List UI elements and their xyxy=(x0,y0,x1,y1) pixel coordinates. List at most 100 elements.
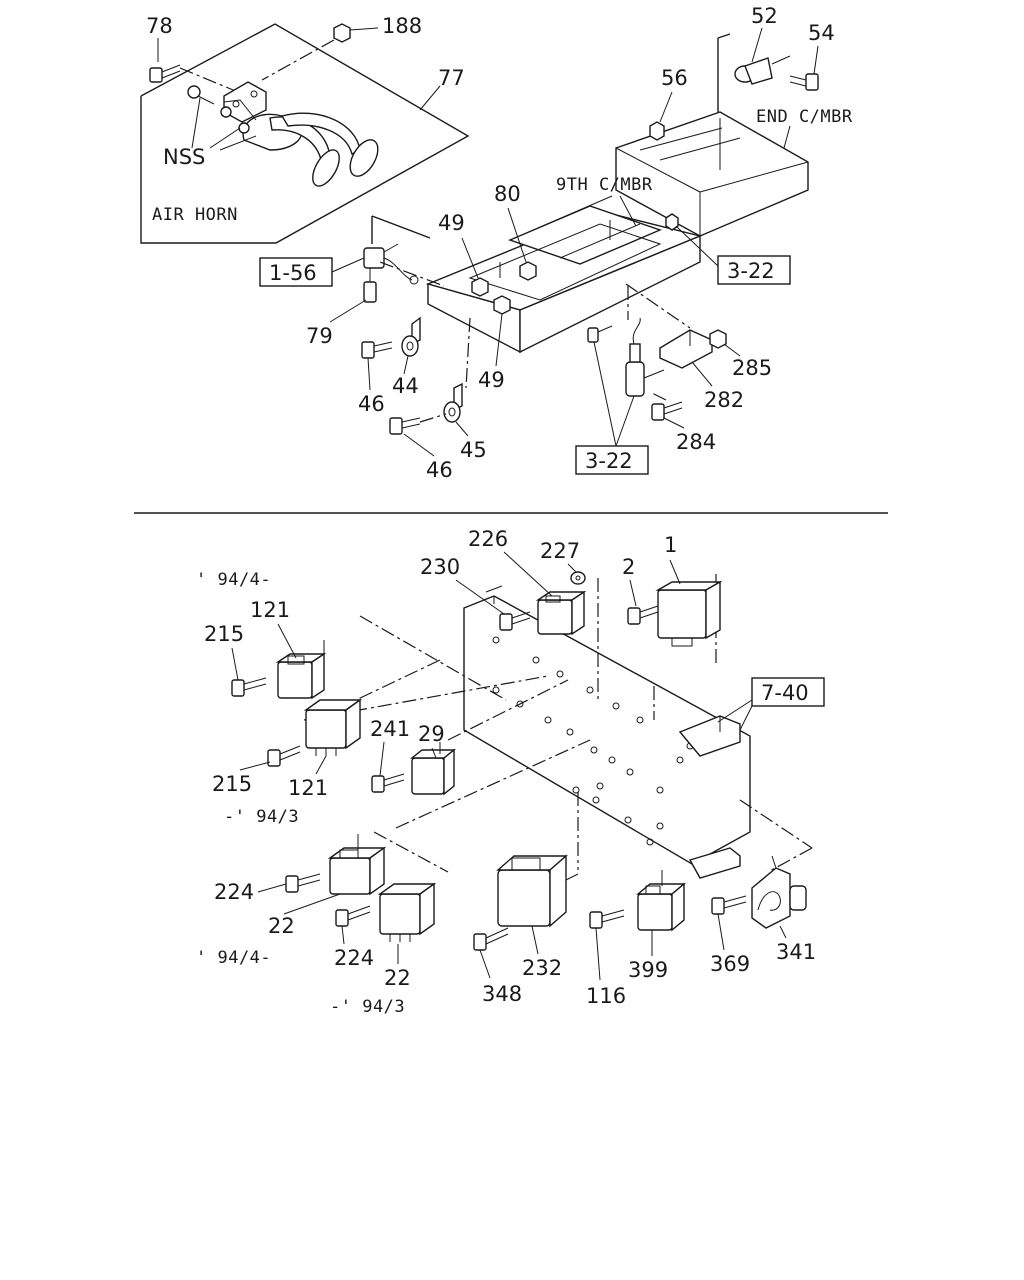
ref-3-22-upper[interactable]: 3-22 xyxy=(727,259,775,283)
chassis-frame xyxy=(425,111,809,354)
nut-80 xyxy=(519,261,537,281)
ref-box-1-56[interactable] xyxy=(259,257,333,287)
nut-3-22 xyxy=(665,213,679,231)
relay-232 xyxy=(496,854,579,928)
callout-79: 79 xyxy=(306,324,333,348)
ref-box-3-22-upper[interactable] xyxy=(717,255,791,285)
nut-285 xyxy=(709,329,727,349)
air-horn-inset: 78 188 77 NSS AIR HORN xyxy=(140,14,470,244)
callout-78: 78 xyxy=(146,14,173,38)
bolt-46-lower xyxy=(389,417,421,435)
callout-215-upper: 215 xyxy=(204,622,244,646)
callout-232: 232 xyxy=(522,956,562,980)
callout-285: 285 xyxy=(732,356,772,380)
callout-29: 29 xyxy=(418,722,445,746)
callout-22-lower: 22 xyxy=(384,966,411,990)
date-label-2: -' 94/3 xyxy=(224,807,299,827)
valve xyxy=(625,317,665,397)
panel-holes xyxy=(492,636,694,846)
bolt-78 xyxy=(149,64,181,83)
bolt-224-upper xyxy=(285,873,321,893)
callout-44: 44 xyxy=(392,374,419,398)
relay-panel xyxy=(463,585,751,879)
nss-label: NSS xyxy=(163,145,205,169)
callout-121-upper: 121 xyxy=(250,598,290,622)
relay-22-lower xyxy=(377,882,437,942)
bolt-369 xyxy=(711,895,747,915)
date-label-1: ' 94/4- xyxy=(196,570,271,590)
date-label-4: -' 94/3 xyxy=(330,997,405,1017)
bolt-215-lower xyxy=(267,745,301,767)
callout-399: 399 xyxy=(628,958,668,982)
washer-227 xyxy=(570,571,586,585)
relay-399 xyxy=(636,870,686,932)
bolt-small-valve xyxy=(587,325,613,343)
nut-56 xyxy=(649,121,665,141)
bracket-7-40 xyxy=(678,715,741,757)
callout-1: 1 xyxy=(664,533,677,557)
bolt-215-upper xyxy=(231,677,267,697)
horn-44 xyxy=(401,316,421,357)
nut-49-upper xyxy=(471,277,489,297)
callout-284: 284 xyxy=(676,430,716,454)
end-cross-member-label: END C/MBR xyxy=(756,107,853,127)
ref-3-22-lower[interactable]: 3-22 xyxy=(585,449,633,473)
horn-45 xyxy=(443,382,463,423)
bolt-241 xyxy=(371,773,405,793)
callout-215-lower: 215 xyxy=(212,772,252,796)
callout-49-upper: 49 xyxy=(438,211,465,235)
ref-box-3-22-lower[interactable] xyxy=(575,445,649,475)
callout-188: 188 xyxy=(382,14,422,38)
relay-121-upper xyxy=(275,640,327,700)
callout-227: 227 xyxy=(540,539,580,563)
callout-369: 369 xyxy=(710,952,750,976)
callout-121-lower: 121 xyxy=(288,776,328,800)
callout-348: 348 xyxy=(482,982,522,1006)
callout-282: 282 xyxy=(704,388,744,412)
air-horn-label: AIR HORN xyxy=(152,205,238,225)
pressure-switch xyxy=(363,243,419,285)
callout-230: 230 xyxy=(420,555,460,579)
bolt-230 xyxy=(499,611,531,631)
callout-45: 45 xyxy=(460,438,487,462)
bolt-224-lower xyxy=(335,905,371,927)
bolt-284 xyxy=(651,401,683,421)
bolt-79 xyxy=(363,268,377,303)
callout-46-upper: 46 xyxy=(358,392,385,416)
callout-224-upper: 224 xyxy=(214,880,254,904)
callout-52: 52 xyxy=(751,4,778,28)
callout-22-upper: 22 xyxy=(268,914,295,938)
callout-49-lower: 49 xyxy=(478,368,505,392)
callout-116: 116 xyxy=(586,984,626,1008)
ref-7-40[interactable]: 7-40 xyxy=(761,681,809,705)
ref-1-56[interactable]: 1-56 xyxy=(269,261,317,285)
bolt-2 xyxy=(627,605,659,625)
buzzer-341 xyxy=(751,855,807,929)
relay-29 xyxy=(410,742,456,796)
callout-226: 226 xyxy=(468,527,508,551)
bolt-46-upper xyxy=(361,341,393,359)
part-52 xyxy=(734,55,791,85)
relay-226 xyxy=(535,590,587,636)
bolt-54 xyxy=(789,73,819,91)
callout-77: 77 xyxy=(438,66,465,90)
callout-56: 56 xyxy=(661,66,688,90)
callout-80: 80 xyxy=(494,182,521,206)
bolt-116 xyxy=(589,909,625,929)
ninth-cross-member-label: 9TH C/MBR xyxy=(556,175,653,195)
ref-box-7-40[interactable] xyxy=(751,677,825,707)
relay-121-lower xyxy=(303,698,363,756)
callout-46-lower: 46 xyxy=(426,458,453,482)
nut-49-lower xyxy=(493,295,511,315)
control-unit-1 xyxy=(655,580,723,647)
callout-224-lower: 224 xyxy=(334,946,374,970)
date-label-3: ' 94/4- xyxy=(196,948,271,968)
bolt-348 xyxy=(473,927,509,951)
callout-241: 241 xyxy=(370,717,410,741)
callout-341: 341 xyxy=(776,940,816,964)
air-horn xyxy=(223,99,379,187)
nss-bolts xyxy=(187,85,250,134)
bracket-282 xyxy=(659,329,713,369)
